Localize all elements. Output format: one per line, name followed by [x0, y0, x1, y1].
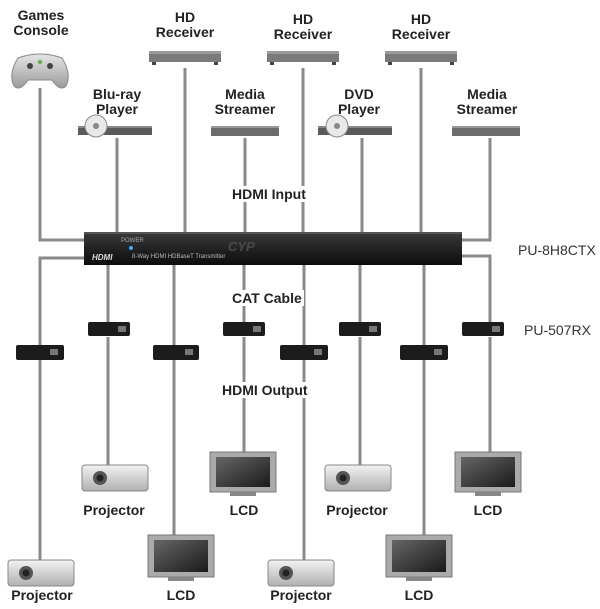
label-games-console: Games Console — [13, 7, 69, 38]
label-bluray-player: Blu-ray Player — [92, 86, 142, 117]
receiver-icon — [153, 345, 199, 360]
lcd-monitor-icon — [209, 451, 277, 496]
receiver-icon — [339, 322, 381, 336]
label-projector-3: Projector — [11, 587, 73, 603]
label-lcd-4: LCD — [404, 587, 434, 603]
hd-receiver-icon — [267, 51, 339, 65]
label-media-streamer-2: Media Streamer — [456, 86, 518, 117]
media-streamer-icon — [211, 126, 279, 136]
bluray-player-icon — [78, 114, 152, 138]
lcd-monitor-icon — [147, 534, 215, 581]
projector-icon — [267, 559, 335, 587]
cable-games-console — [38, 88, 84, 242]
projector-icon — [81, 464, 149, 492]
label-dvd-player: DVD Player — [337, 86, 381, 117]
receivers — [16, 322, 504, 360]
transmitter-cyp-logo: CYP — [228, 239, 255, 254]
receiver-icon — [400, 345, 448, 360]
dvd-player-icon — [318, 114, 392, 138]
label-hd-receiver-3: HD Receiver — [391, 11, 451, 42]
receiver-icon — [280, 345, 328, 360]
label-lcd-1: LCD — [229, 502, 259, 518]
label-hd-receiver-1: HD Receiver — [155, 9, 215, 40]
lcd-monitor-icon — [385, 534, 453, 581]
label-transmitter-model: PU-8H8CTX — [518, 242, 596, 258]
projector-icon — [324, 464, 392, 492]
label-hd-receiver-2: HD Receiver — [273, 11, 333, 42]
label-receiver-model: PU-507RX — [524, 322, 591, 338]
projector-icon — [7, 559, 75, 587]
label-projector-1: Projector — [83, 502, 145, 518]
receiver-icon — [462, 322, 504, 336]
label-lcd-2: LCD — [473, 502, 503, 518]
lcd-monitor-icon — [454, 451, 522, 496]
transmitter-power-label: POWER — [121, 238, 144, 244]
game-controller-icon — [11, 53, 69, 89]
media-streamer-icon — [452, 126, 520, 136]
hd-receiver-icon — [149, 51, 221, 65]
label-projector-4: Projector — [270, 587, 332, 603]
transmitter-unit — [84, 232, 462, 265]
label-projector-2: Projector — [326, 502, 388, 518]
receiver-icon — [88, 322, 130, 336]
label-hdmi-input: HDMI Input — [230, 186, 308, 202]
cable-media-streamer-2 — [462, 138, 492, 242]
transmitter-description: 8-Way HDMI HDBaseT Transmitter — [132, 254, 226, 260]
label-media-streamer-1: Media Streamer — [214, 86, 276, 117]
input-cables — [38, 68, 492, 242]
transmitter-hdmi-logo: HDMI — [92, 253, 113, 262]
label-lcd-3: LCD — [166, 587, 196, 603]
label-hdmi-output: HDMI Output — [220, 382, 310, 398]
hd-receiver-icon — [385, 51, 457, 65]
label-cat-cable: CAT Cable — [230, 290, 304, 306]
receiver-icon — [16, 345, 64, 360]
receiver-icon — [223, 322, 265, 336]
